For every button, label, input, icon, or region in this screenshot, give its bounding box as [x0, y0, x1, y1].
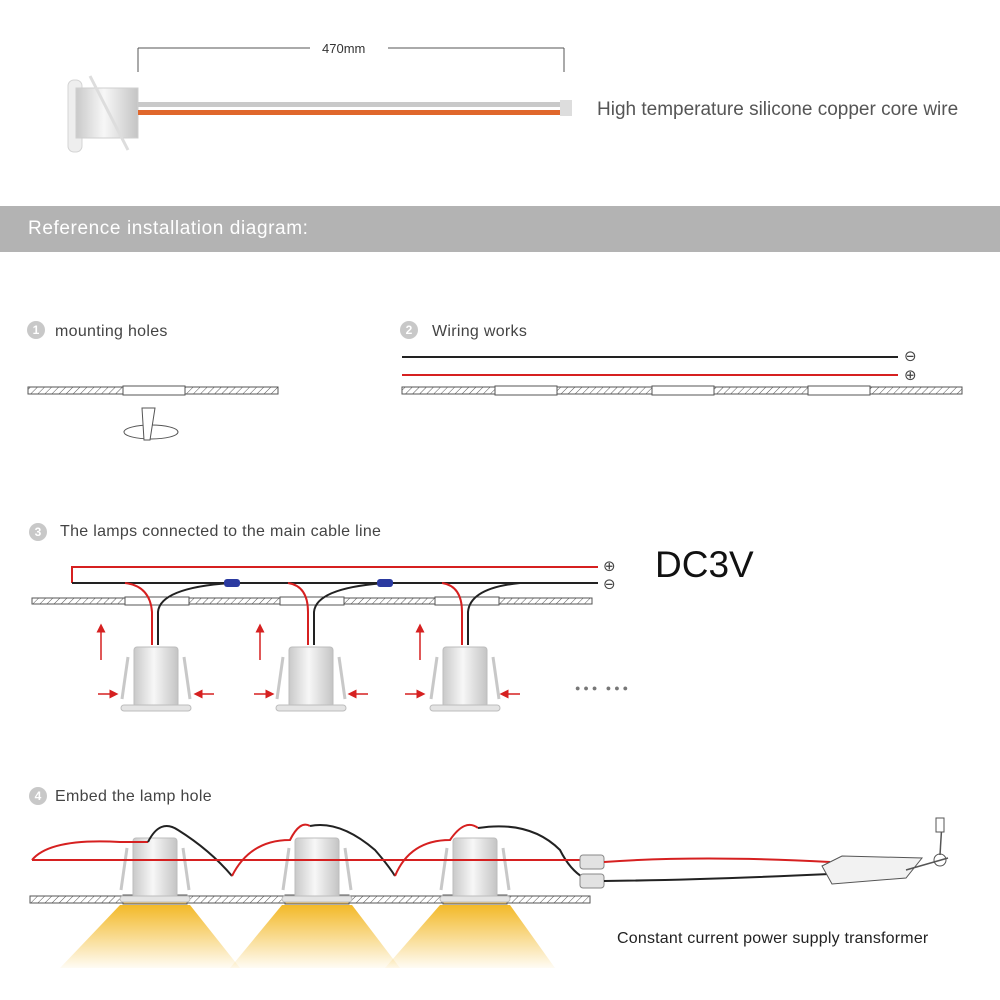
section-banner: Reference installation diagram:: [0, 206, 1000, 252]
wire-connector-icon: [579, 854, 605, 870]
ceiling-board-step2: [401, 356, 963, 396]
step-label-4: Embed the lamp hole: [55, 788, 212, 805]
negative-symbol: ⊖: [603, 576, 616, 593]
banner-title: Reference installation diagram:: [28, 218, 309, 239]
voltage-label: DC3V: [655, 544, 754, 585]
wire-connector-icon: [224, 579, 240, 587]
step3-wiring: [31, 566, 598, 713]
power-supply-icon: [821, 817, 949, 885]
lamp-with-cable-icon: [67, 47, 572, 153]
step-number-2: 2: [400, 321, 418, 339]
negative-symbol: ⊖: [904, 348, 917, 365]
step-label-3: The lamps connected to the main cable li…: [60, 523, 382, 540]
step-label-1: mounting holes: [55, 323, 168, 340]
step4-installed: [29, 817, 949, 968]
step-number-3: 3: [29, 523, 47, 541]
step-number-4: 4: [29, 787, 47, 805]
cable-description: High temperature silicone copper core wi…: [597, 99, 959, 120]
positive-symbol: ⊕: [603, 558, 616, 575]
positive-symbol: ⊕: [904, 367, 917, 384]
ceiling-board-step1: [27, 385, 279, 441]
transformer-label: Constant current power supply transforme…: [617, 930, 929, 947]
cable-length-label: 470mm: [316, 41, 372, 56]
more-lamps-indicator: ●●● ●●●: [575, 683, 632, 693]
wire-connector-icon: [579, 873, 605, 889]
step-number-1: 1: [27, 321, 45, 339]
wire-connector-icon: [377, 579, 393, 587]
step-label-2: Wiring works: [432, 323, 528, 340]
